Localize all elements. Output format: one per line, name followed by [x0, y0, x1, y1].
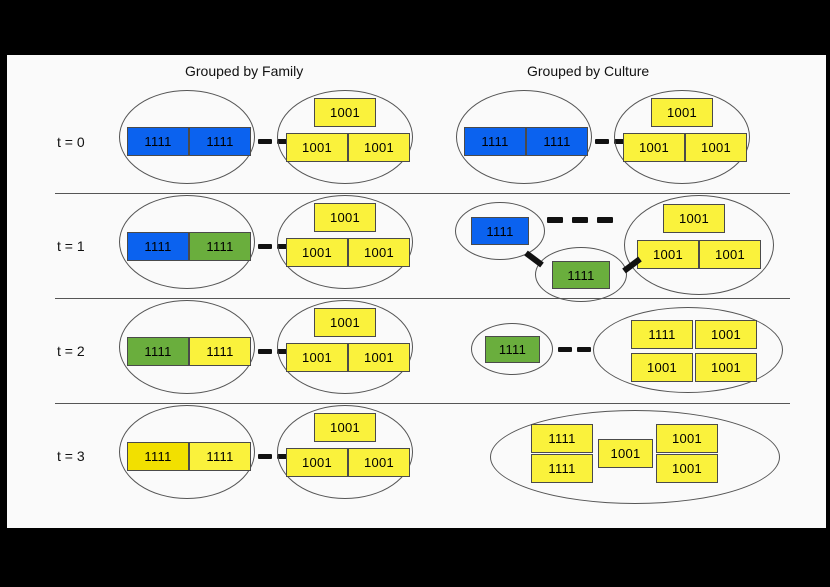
tile[interactable]: 1001 [314, 308, 376, 337]
link-dash [577, 347, 591, 352]
tile[interactable]: 1111 [189, 127, 251, 156]
link-dash [558, 347, 572, 352]
group-ellipse[interactable] [456, 90, 592, 184]
tile[interactable]: 1111 [189, 232, 251, 261]
tile[interactable]: 1001 [348, 343, 410, 372]
tile[interactable]: 1111 [526, 127, 588, 156]
tile[interactable]: 1111 [127, 127, 189, 156]
group-ellipse[interactable] [624, 195, 774, 295]
link-dash [547, 217, 563, 223]
tile[interactable]: 1001 [656, 454, 718, 483]
tile[interactable]: 1001 [685, 133, 747, 162]
group-ellipse[interactable] [490, 410, 780, 504]
tile[interactable]: 1111 [464, 127, 526, 156]
group-ellipse[interactable] [277, 405, 413, 499]
tile[interactable]: 1001 [699, 240, 761, 269]
row-divider-3 [55, 403, 790, 404]
tile[interactable]: 1111 [471, 217, 529, 245]
tile[interactable]: 1111 [552, 261, 610, 289]
group-ellipse[interactable] [277, 90, 413, 184]
tile[interactable]: 1001 [348, 238, 410, 267]
tile[interactable]: 1001 [314, 98, 376, 127]
tile[interactable]: 1001 [348, 133, 410, 162]
tile[interactable]: 1001 [663, 204, 725, 233]
group-ellipse[interactable] [119, 195, 255, 289]
column-title-family: Grouped by Family [185, 63, 304, 79]
tile[interactable]: 1111 [531, 454, 593, 483]
link-dash [258, 139, 272, 144]
tile[interactable]: 1001 [348, 448, 410, 477]
group-ellipse[interactable] [119, 90, 255, 184]
tile[interactable]: 1001 [695, 353, 757, 382]
link-dash [595, 139, 609, 144]
tile[interactable]: 1001 [286, 238, 348, 267]
tile[interactable]: 1111 [531, 424, 593, 453]
row-divider-1 [55, 193, 790, 194]
tile[interactable]: 1001 [695, 320, 757, 349]
group-ellipse[interactable] [277, 195, 413, 289]
tile[interactable]: 1111 [189, 442, 251, 471]
tile[interactable]: 1001 [598, 439, 653, 468]
link-dash [258, 349, 272, 354]
tile[interactable]: 1001 [314, 203, 376, 232]
tile[interactable]: 1111 [631, 320, 693, 349]
group-ellipse[interactable] [119, 405, 255, 499]
tile[interactable]: 1001 [286, 133, 348, 162]
tile[interactable]: 1111 [127, 337, 189, 366]
tile[interactable]: 1111 [127, 442, 189, 471]
tile[interactable]: 1001 [637, 240, 699, 269]
group-ellipse[interactable] [119, 300, 255, 394]
diagram-canvas: Grouped by Family Grouped by Culture t =… [7, 55, 826, 528]
link-dash [258, 244, 272, 249]
tile[interactable]: 1001 [314, 413, 376, 442]
group-ellipse[interactable] [614, 90, 750, 184]
tile[interactable]: 1111 [189, 337, 251, 366]
tile[interactable]: 1001 [656, 424, 718, 453]
tile[interactable]: 1001 [623, 133, 685, 162]
tile[interactable]: 1001 [631, 353, 693, 382]
link-dash [597, 217, 613, 223]
link-dash [572, 217, 588, 223]
group-ellipse[interactable] [455, 202, 545, 260]
tile[interactable]: 1111 [127, 232, 189, 261]
group-ellipse[interactable] [535, 247, 627, 302]
column-title-culture: Grouped by Culture [527, 63, 650, 79]
link-dash [258, 454, 272, 459]
time-label-t3: t = 3 [57, 448, 85, 464]
time-label-t1: t = 1 [57, 238, 85, 254]
group-ellipse[interactable] [277, 300, 413, 394]
tile[interactable]: 1001 [651, 98, 713, 127]
tile[interactable]: 1001 [286, 448, 348, 477]
group-ellipse[interactable] [593, 307, 783, 393]
tile[interactable]: 1001 [286, 343, 348, 372]
time-label-t2: t = 2 [57, 343, 85, 359]
tile[interactable]: 1111 [485, 336, 540, 363]
group-ellipse[interactable] [471, 323, 553, 375]
time-label-t0: t = 0 [57, 134, 85, 150]
row-divider-2 [55, 298, 790, 299]
